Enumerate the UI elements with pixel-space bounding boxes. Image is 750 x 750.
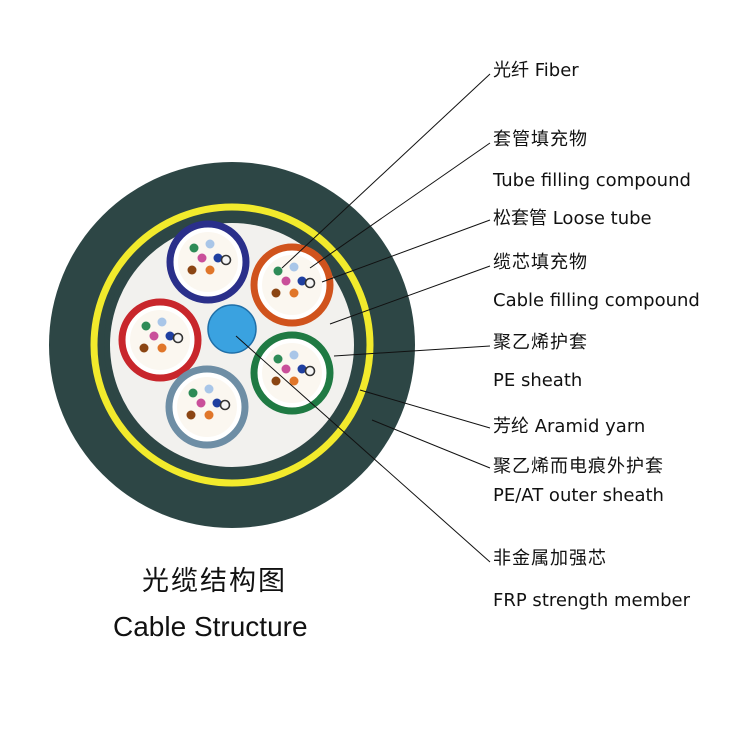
fiber	[271, 376, 281, 386]
fiber	[188, 388, 198, 398]
fiber	[187, 265, 197, 275]
loose-tube-green	[250, 331, 334, 415]
loose-tube-slate	[165, 365, 249, 449]
diagram-title-en: Cable Structure	[113, 611, 308, 642]
aramid-yarn-ring	[90, 203, 374, 487]
label-tube-filling-cn: 套管填充物	[493, 129, 588, 150]
fiber	[289, 376, 299, 386]
leader-line	[371, 419, 491, 469]
fiber	[273, 266, 283, 276]
leader-line	[329, 265, 491, 325]
fiber	[289, 262, 299, 272]
fiber	[213, 253, 223, 263]
fiber	[271, 288, 281, 298]
fiber	[289, 350, 299, 360]
fiber	[165, 331, 175, 341]
fiber	[304, 365, 316, 377]
fiber	[186, 410, 196, 420]
leader-line	[235, 335, 491, 563]
fiber	[219, 399, 231, 411]
fiber	[304, 277, 316, 289]
fiber	[297, 276, 307, 286]
label-frp-en: FRP strength member	[493, 590, 691, 611]
frp-strength-member	[207, 304, 257, 354]
fiber	[197, 253, 207, 263]
leader-line	[359, 389, 491, 429]
label-outer-sheath-en: PE/AT outer sheath	[493, 485, 664, 506]
fiber	[281, 364, 291, 374]
leader-line	[281, 73, 491, 269]
label-fiber: 光纤 Fiber	[493, 60, 579, 81]
fiber	[220, 254, 232, 266]
label-aramid-yarn: 芳纶 Aramid yarn	[493, 416, 646, 437]
label-outer-sheath-cn: 聚乙烯而电痕外护套	[493, 456, 664, 477]
fiber	[212, 398, 222, 408]
fiber	[297, 364, 307, 374]
loose-tube-orange	[250, 243, 334, 327]
fiber	[157, 317, 167, 327]
fiber	[139, 343, 149, 353]
fiber	[189, 243, 199, 253]
fiber	[157, 343, 167, 353]
fiber	[204, 384, 214, 394]
fiber	[204, 410, 214, 420]
label-pe-sheath-cn: 聚乙烯护套	[493, 332, 588, 353]
diagram-title-cn: 光缆结构图	[142, 566, 287, 597]
fiber	[205, 265, 215, 275]
leader-line	[333, 345, 491, 357]
fiber	[273, 354, 283, 364]
loose-tube-blue	[166, 220, 250, 304]
fiber	[149, 331, 159, 341]
leader-line	[309, 142, 491, 269]
label-tube-filling-en: Tube filling compound	[493, 170, 691, 191]
label-cable-filling-en: Cable filling compound	[493, 290, 700, 311]
fiber	[196, 398, 206, 408]
label-loose-tube: 松套管 Loose tube	[493, 208, 652, 229]
label-pe-sheath-en: PE sheath	[493, 370, 583, 391]
fiber	[205, 239, 215, 249]
fiber	[289, 288, 299, 298]
loose-tube-red	[118, 298, 202, 382]
fiber	[172, 332, 184, 344]
leader-line	[321, 219, 491, 283]
label-frp-cn: 非金属加强芯	[493, 548, 607, 569]
label-cable-filling-cn: 缆芯填充物	[493, 252, 588, 273]
fiber	[281, 276, 291, 286]
fiber	[141, 321, 151, 331]
